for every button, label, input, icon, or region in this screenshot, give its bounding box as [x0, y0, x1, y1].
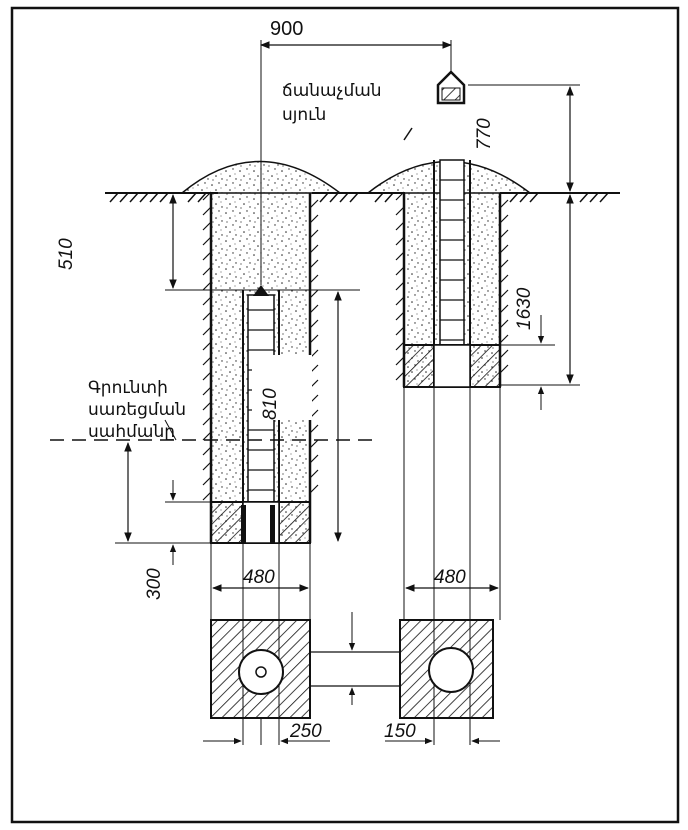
- dim-spacing: 900: [270, 18, 303, 40]
- right-plan-view: [399, 619, 494, 719]
- dim-depth-right: 1630: [514, 287, 535, 330]
- dim-depth-left: 510: [56, 238, 77, 270]
- marker-name-line2: սյուն: [282, 105, 326, 125]
- dim-marker-height: 770: [474, 118, 495, 150]
- dim-offset-left: 250: [289, 721, 322, 742]
- frost-label-line1: Գրունտի: [88, 378, 168, 398]
- dim-pipe-length: 810: [260, 388, 281, 420]
- drawing-frame: [10, 6, 680, 824]
- dim-offset-right: 150: [384, 721, 416, 742]
- dim-width-left: 480: [243, 567, 275, 588]
- dim-base-height: 300: [144, 568, 165, 600]
- right-benchmark: [365, 70, 533, 388]
- left-benchmark: [179, 160, 343, 544]
- frost-label-line2: սառեցման: [88, 400, 186, 420]
- frost-label-line3: սահմանը: [88, 422, 175, 442]
- dimension-lines: [115, 41, 580, 745]
- dim-width-right: 480: [434, 567, 466, 588]
- marker-name-line1: ճանաչման: [282, 81, 382, 101]
- left-plan-view: [210, 619, 311, 719]
- ground-line: [105, 192, 620, 203]
